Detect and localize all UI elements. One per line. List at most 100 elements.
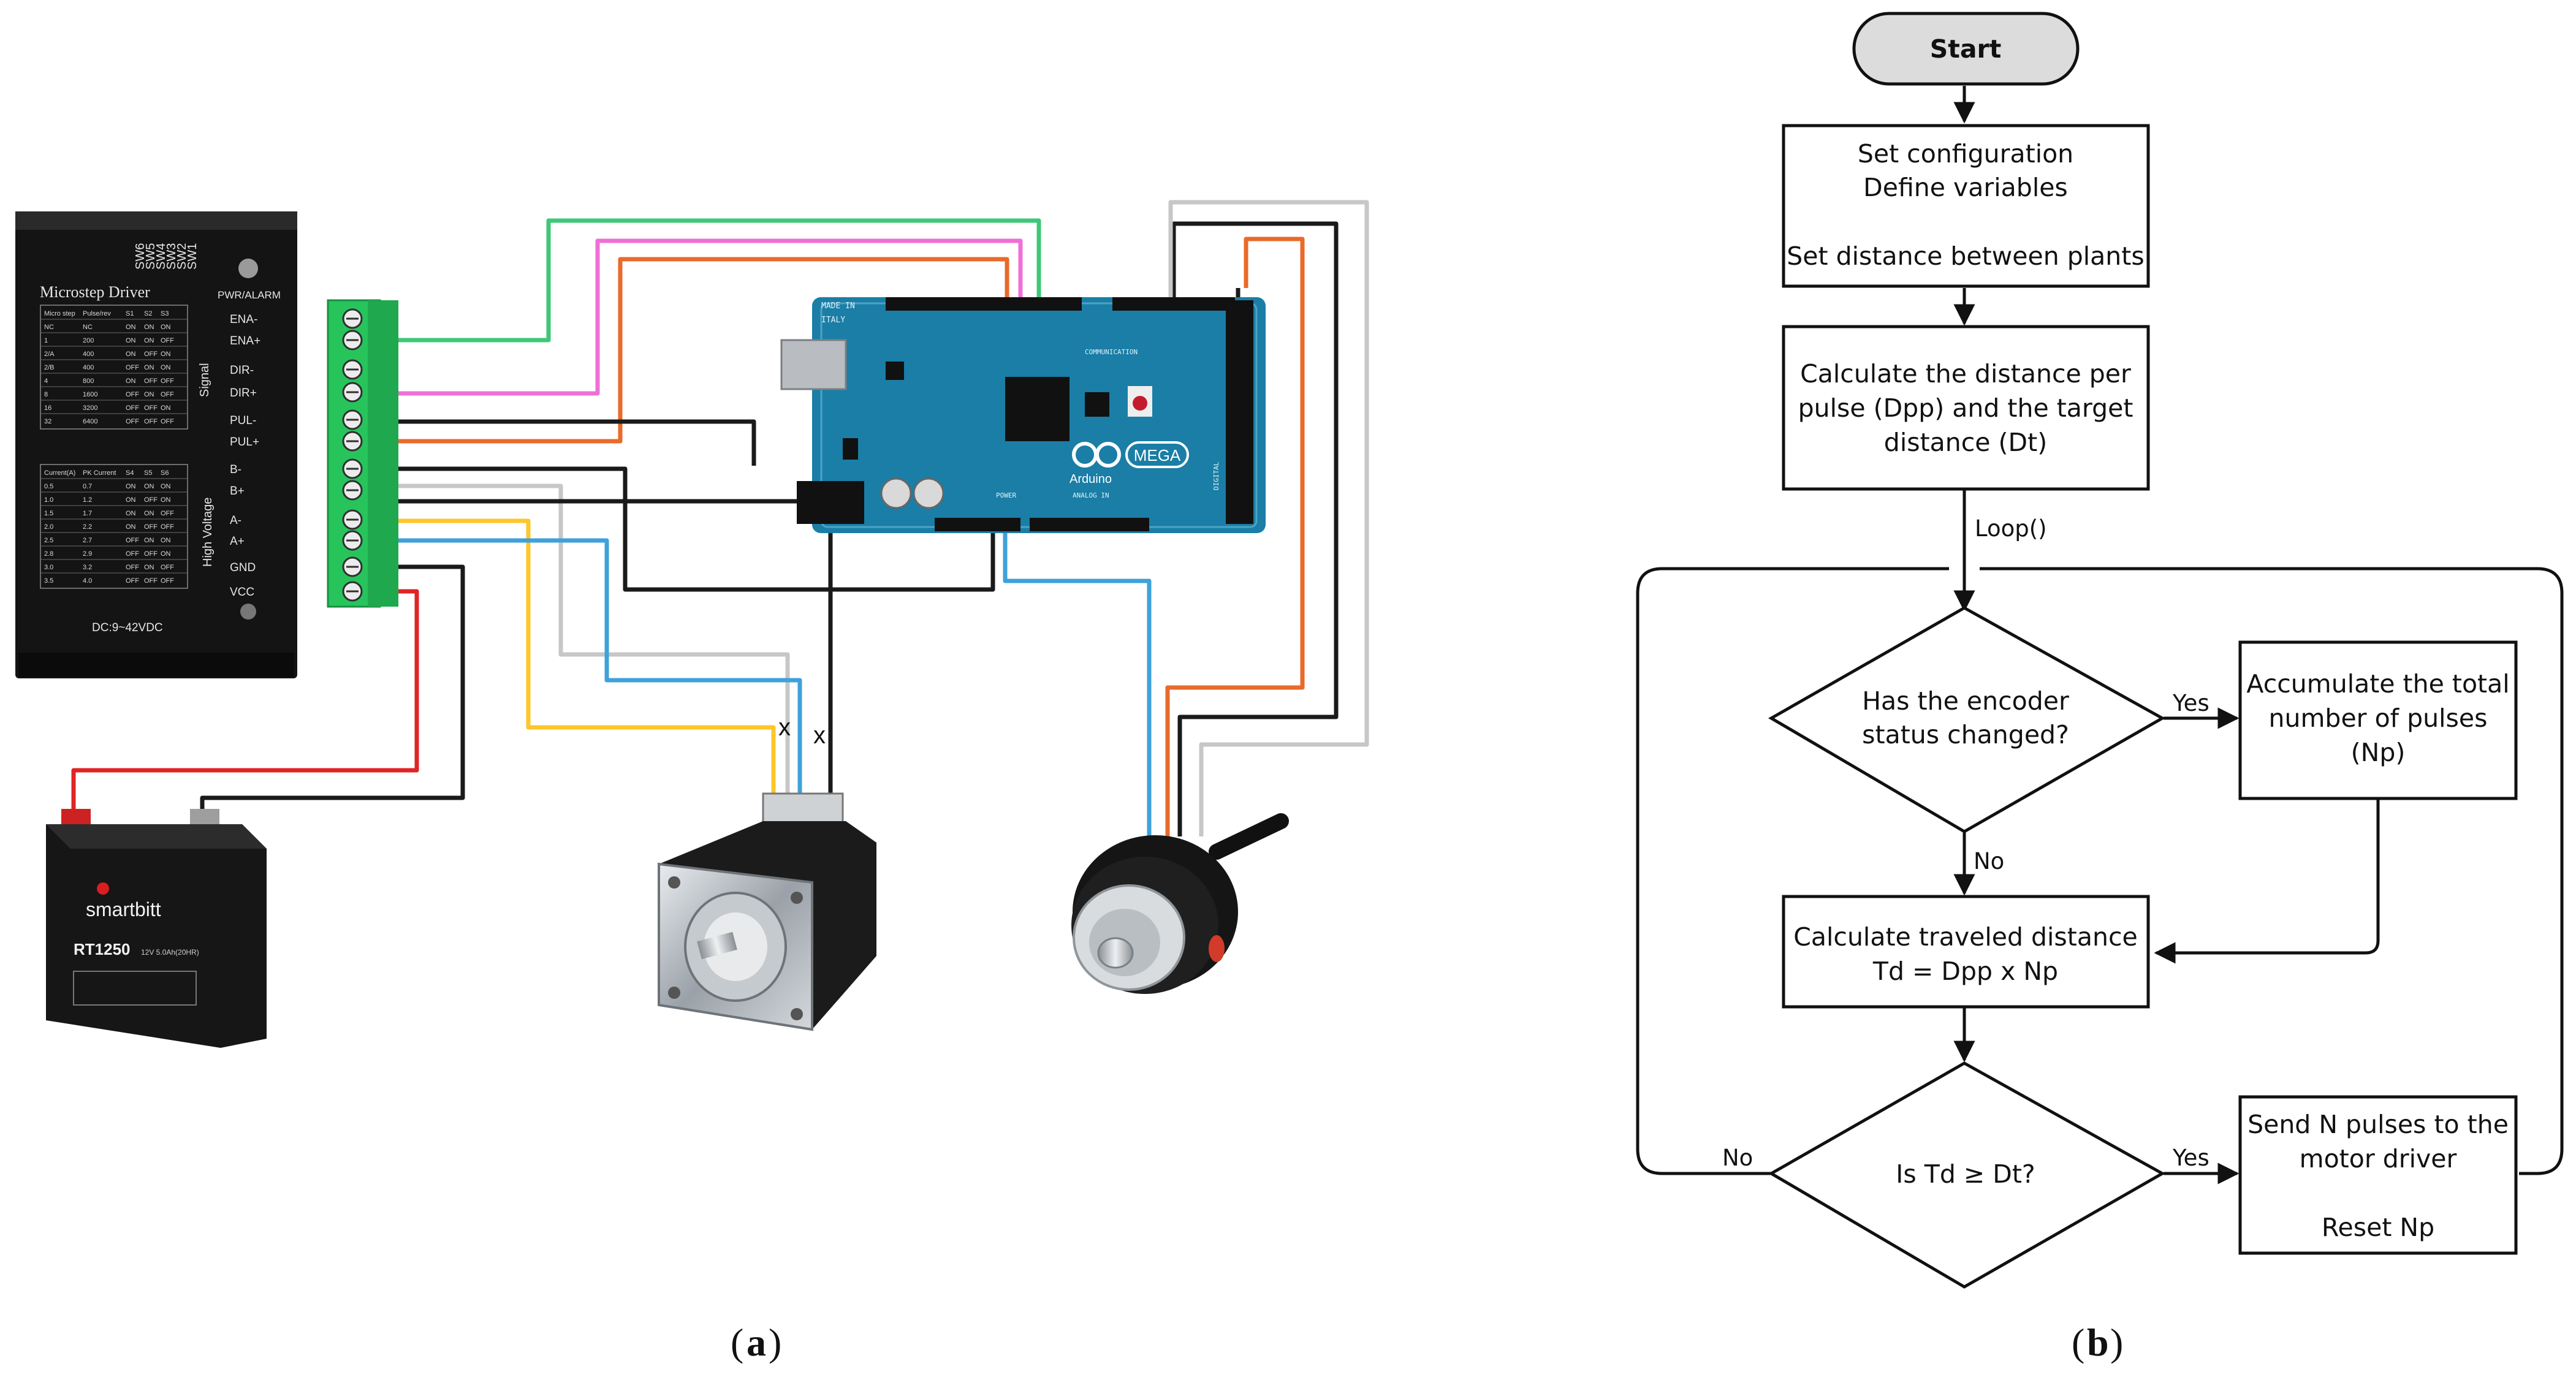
decision-encoder — [1768, 606, 2166, 833]
table-cell: OFF — [161, 337, 174, 344]
table-cell: ON — [144, 391, 154, 398]
mcu-chip — [1005, 377, 1070, 441]
model-label: MEGA — [1134, 446, 1181, 464]
table-cell: ON — [144, 364, 154, 371]
table-header-cell: S4 — [126, 469, 134, 477]
pin-label: PUL+ — [230, 436, 259, 449]
table-cell: OFF — [144, 351, 158, 358]
brand-label: Arduino — [1070, 472, 1112, 486]
wire-blue-aplus — [398, 538, 802, 797]
table-cell: ON — [161, 364, 171, 371]
table-cell: ON — [161, 351, 171, 358]
table-frame — [40, 305, 188, 430]
pin-label: A+ — [230, 535, 245, 548]
table-cell: OFF — [144, 418, 158, 425]
power-label: POWER — [996, 491, 1016, 499]
usb-port — [780, 339, 847, 390]
start-terminator — [1852, 12, 2080, 86]
rotary-encoder — [1071, 813, 1289, 994]
stepper-motor: x x — [658, 714, 876, 1031]
wire-blue-encoder — [1003, 530, 1152, 836]
table-cell: 3.5 — [44, 577, 53, 585]
switch-label: SW1 — [186, 243, 199, 270]
start-label: Start — [1930, 34, 2002, 64]
wire-black-gnd-arduino — [398, 466, 995, 592]
capacitor-1 — [880, 477, 912, 509]
calc-line-2: pulse (Dpp) and the target — [1798, 393, 2133, 423]
table-cell: OFF — [144, 377, 158, 385]
caption-b-close: ) — [2110, 1321, 2123, 1364]
pin-label: ENA- — [230, 313, 257, 326]
table-cell: 400 — [83, 364, 94, 371]
table-cell: OFF — [161, 391, 174, 398]
table-cell: ON — [144, 537, 154, 544]
panel-a-wiring: Microstep Driver PWR/ALARM SW6SW5SW4SW3S… — [15, 200, 1369, 1364]
table-cell: ON — [144, 564, 154, 571]
pin-label: B+ — [230, 485, 245, 498]
wire-black-pulminus — [398, 419, 756, 466]
table-cell: OFF — [126, 564, 139, 571]
switch-label: SW4 — [154, 243, 168, 270]
table-header-cell: Current(A) — [44, 469, 75, 477]
wire-gray-bminus — [398, 483, 790, 797]
wire-orange-pul — [398, 257, 1009, 444]
power-jack — [797, 481, 864, 524]
table-cell: OFF — [126, 577, 139, 585]
send-line-4: Reset Np — [2322, 1213, 2434, 1242]
setup-line-2: Define variables — [1863, 173, 2068, 202]
analog-label: ANALOG IN — [1073, 491, 1109, 499]
digital-label: DIGITAL — [1212, 461, 1220, 490]
table-cell: 3.0 — [44, 564, 53, 571]
table-cell: 1.2 — [83, 496, 92, 504]
communication-label: COMMUNICATION — [1085, 348, 1138, 356]
table-cell: 1.5 — [44, 510, 53, 517]
table-cell: 800 — [83, 377, 94, 385]
battery-model: RT1250 — [74, 940, 131, 958]
send-box — [2238, 1095, 2518, 1255]
table-cell: ON — [126, 337, 136, 344]
wire-red-vcc — [71, 589, 419, 818]
pin-label: GND — [230, 561, 256, 574]
table-cell: OFF — [144, 577, 158, 585]
reset-button — [1133, 396, 1147, 411]
pin-label: B- — [230, 463, 241, 476]
table-cell: OFF — [126, 550, 139, 558]
table-cell: ON — [161, 483, 171, 490]
stepper-mark-1: x — [778, 714, 791, 741]
decision2-label: Is Td ≥ Dt? — [1896, 1159, 2035, 1189]
pwr-alarm-led — [238, 259, 258, 278]
caption-a-open: ( — [731, 1321, 743, 1364]
decision-distance — [1768, 1061, 2166, 1289]
table-cell: ON — [126, 496, 136, 504]
driver-title: Microstep Driver — [40, 283, 150, 301]
no2-label: No — [1722, 1145, 1753, 1171]
table-cell: 3200 — [83, 404, 97, 412]
pin-label: A- — [230, 514, 241, 527]
table-cell: OFF — [126, 364, 139, 371]
table-cell: 4 — [44, 377, 48, 385]
header-power — [935, 518, 1020, 531]
loop-label: Loop() — [1975, 515, 2047, 542]
driver-screw-icon — [240, 604, 256, 620]
battery-spec: 12V 5.0Ah(20HR) — [141, 948, 199, 957]
voltage-label: DC:9~42VDC — [92, 621, 163, 634]
wire-pink-dir — [398, 238, 1023, 396]
table-cell: 1.7 — [83, 510, 92, 517]
pin-label: VCC — [230, 586, 254, 599]
table-cell: NC — [83, 324, 93, 331]
no1-label: No — [1974, 848, 2004, 874]
loop-frame-right — [1980, 567, 2564, 1175]
switch-label: SW3 — [165, 243, 178, 270]
table-cell: NC — [44, 324, 54, 331]
table-cell: OFF — [161, 577, 174, 585]
arduino-mega: MADE IN ITALY COMMUNICATION POWER ANALOG… — [780, 297, 1266, 533]
signal-group-label: Signal — [198, 363, 211, 397]
table-cell: 2.9 — [83, 550, 92, 558]
decision1-line-2: status changed? — [1862, 720, 2069, 749]
calc-box — [1782, 325, 2150, 491]
table-cell: 3.2 — [83, 564, 92, 571]
table-cell: ON — [161, 496, 171, 504]
hv-group-label: High Voltage — [201, 498, 215, 567]
setup-box — [1782, 124, 2150, 288]
